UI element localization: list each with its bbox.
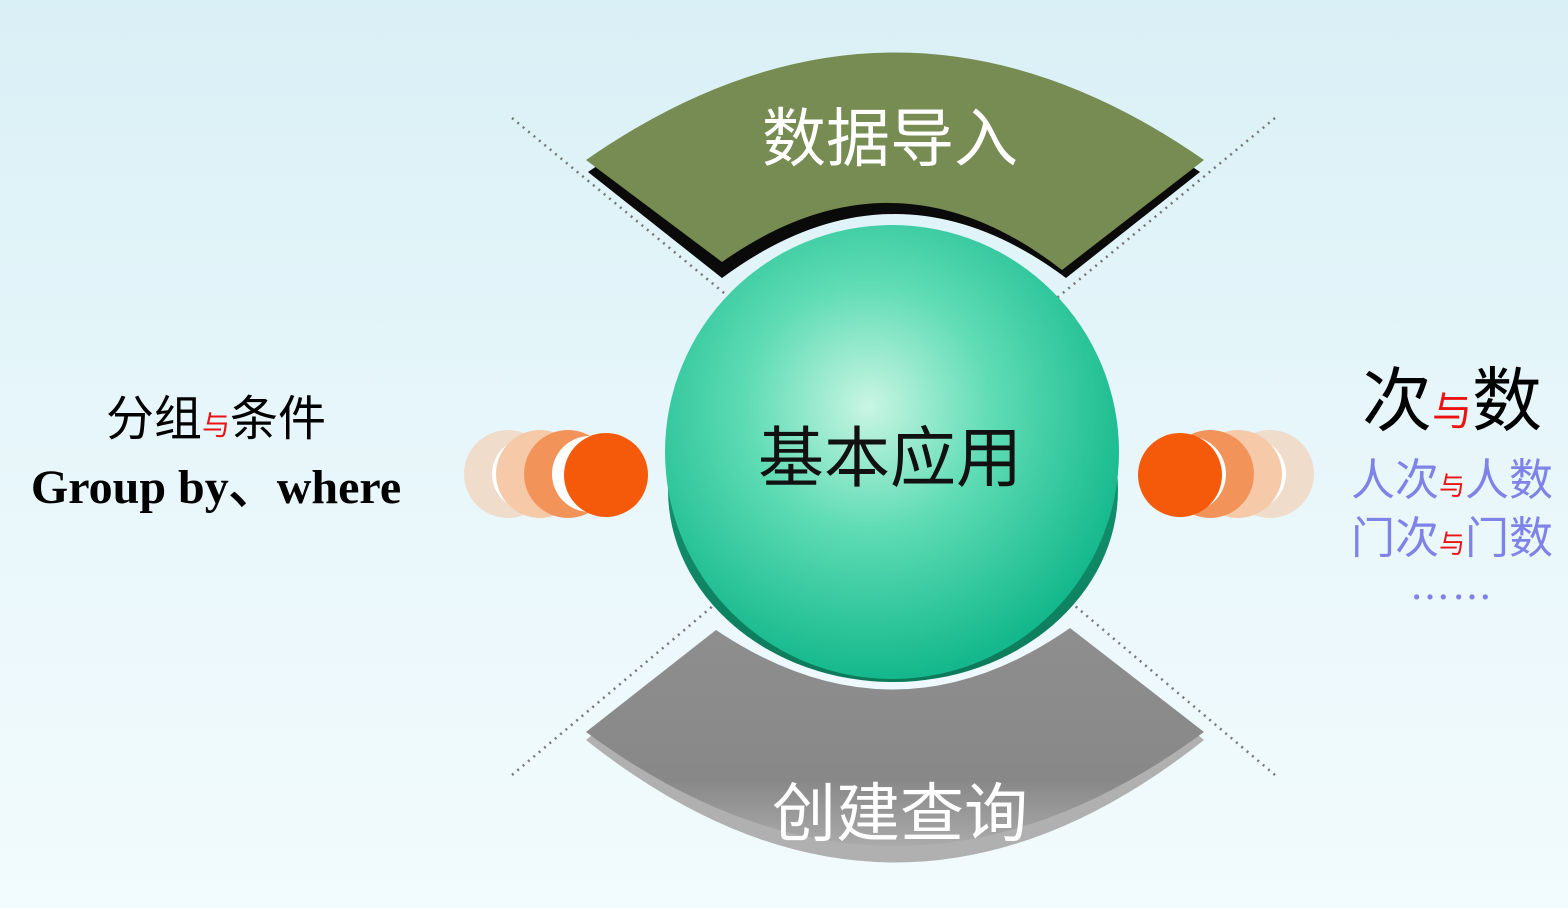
right-title-part-b: 数 [1472,360,1542,442]
center-sphere[interactable] [665,225,1119,679]
top-segment-label: 数据导入 [762,103,1018,177]
dotted-guides [511,117,1276,776]
right-topic-item-1: 人次与人数 [1336,455,1568,513]
right-item2-part-a: 门次 [1350,513,1439,564]
right-item2-separator: 与 [1438,530,1465,560]
bottom-arc-segment[interactable] [586,628,1204,846]
left-topic-title: 分组与条件 [0,388,432,457]
right-topic-item-2: 门次与门数 [1336,513,1568,571]
right-topic-ellipsis: …… [1410,563,1494,609]
left-topic-subtitle: Group by、where [30,461,402,514]
right-topic: 次与数 人次与人数 门次与门数 …… [1336,358,1568,609]
right-title-separator: 与 [1432,389,1472,435]
right-item1-separator: 与 [1438,472,1465,502]
bottom-segment-label: 创建查询 [772,778,1028,852]
right-title-part-a: 次 [1362,360,1432,442]
center-label: 基本应用 [758,420,1022,497]
right-item1-part-b: 人数 [1465,455,1553,506]
left-title-part-b: 条件 [230,391,327,447]
right-ripple-icon [1138,430,1314,518]
right-item1-part-a: 人次 [1350,455,1439,506]
top-arc-segment[interactable] [586,52,1204,271]
right-topic-title: 次与数 [1336,358,1568,455]
left-ripple-icon [464,430,648,518]
left-title-part-a: 分组 [105,391,202,447]
left-topic: 分组与条件 Group by、where [0,388,432,519]
left-title-separator: 与 [201,409,230,442]
right-item2-part-b: 门数 [1465,513,1553,564]
